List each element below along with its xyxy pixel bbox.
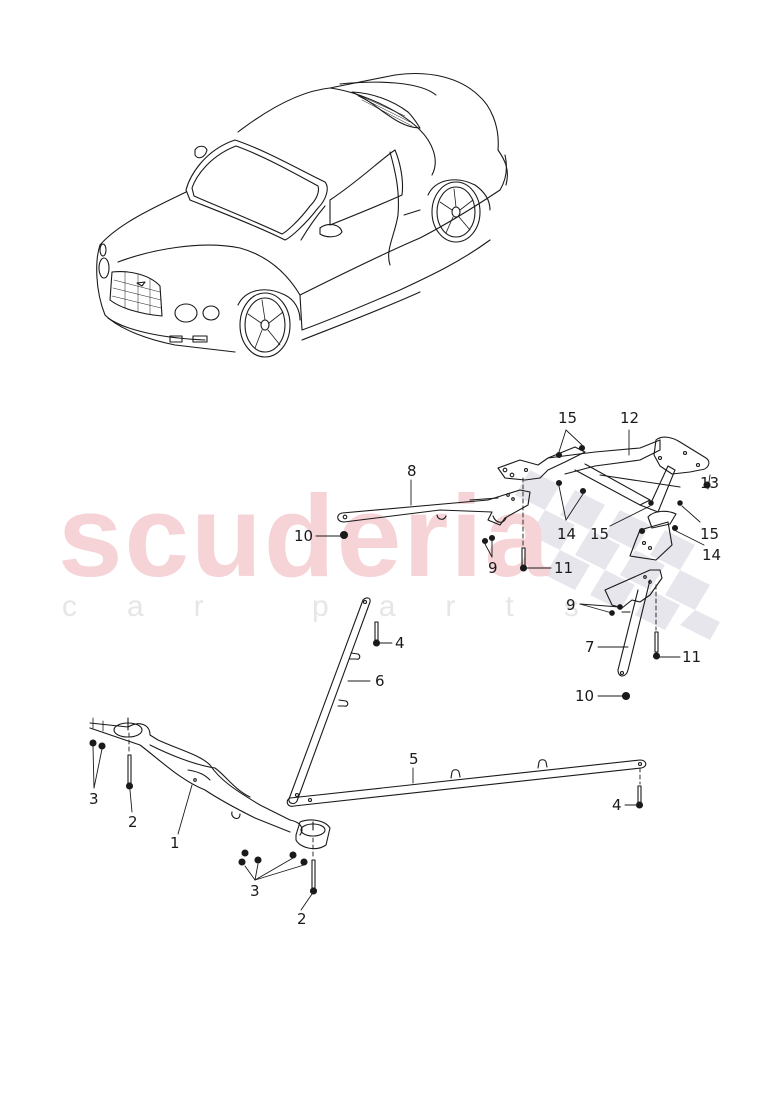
part-5-strut bbox=[286, 759, 647, 807]
callout-10: 10 bbox=[575, 687, 595, 705]
callout-13: 13 bbox=[700, 474, 720, 492]
callout-2: 2 bbox=[297, 910, 307, 928]
mount-axes bbox=[128, 477, 657, 859]
callout-5: 5 bbox=[409, 750, 419, 768]
callout-2: 2 bbox=[128, 813, 138, 831]
watermark-brand: scuderia bbox=[58, 471, 552, 601]
part-8-brace bbox=[337, 489, 531, 526]
callout-10: 10 bbox=[294, 527, 314, 545]
callout-15: 15 bbox=[590, 525, 610, 543]
callout-9: 9 bbox=[488, 559, 498, 577]
callout-15: 15 bbox=[558, 409, 578, 427]
callout-14: 14 bbox=[702, 546, 722, 564]
callout-4: 4 bbox=[395, 634, 405, 652]
callout-1: 1 bbox=[170, 834, 180, 852]
leader-lines bbox=[92, 429, 711, 911]
callout-12: 12 bbox=[620, 409, 640, 427]
part-7-brace bbox=[604, 569, 663, 677]
callout-3: 3 bbox=[250, 882, 260, 900]
callout-9: 9 bbox=[566, 596, 576, 614]
part-1-crossmember bbox=[89, 717, 331, 850]
car-illustration bbox=[96, 72, 508, 358]
part-6-strut bbox=[288, 597, 371, 804]
callout-6: 6 bbox=[375, 672, 385, 690]
callout-14: 14 bbox=[557, 525, 577, 543]
callout-3: 3 bbox=[89, 790, 99, 808]
callout-15: 15 bbox=[700, 525, 720, 543]
part-12-upper-frame bbox=[497, 436, 710, 561]
watermark-tagline: car parts bbox=[62, 590, 629, 623]
callout-8: 8 bbox=[407, 462, 417, 480]
callout-11: 11 bbox=[682, 648, 702, 666]
callout-7: 7 bbox=[585, 638, 595, 656]
fasteners bbox=[89, 444, 711, 895]
callout-11: 11 bbox=[554, 559, 574, 577]
callout-4: 4 bbox=[612, 796, 622, 814]
